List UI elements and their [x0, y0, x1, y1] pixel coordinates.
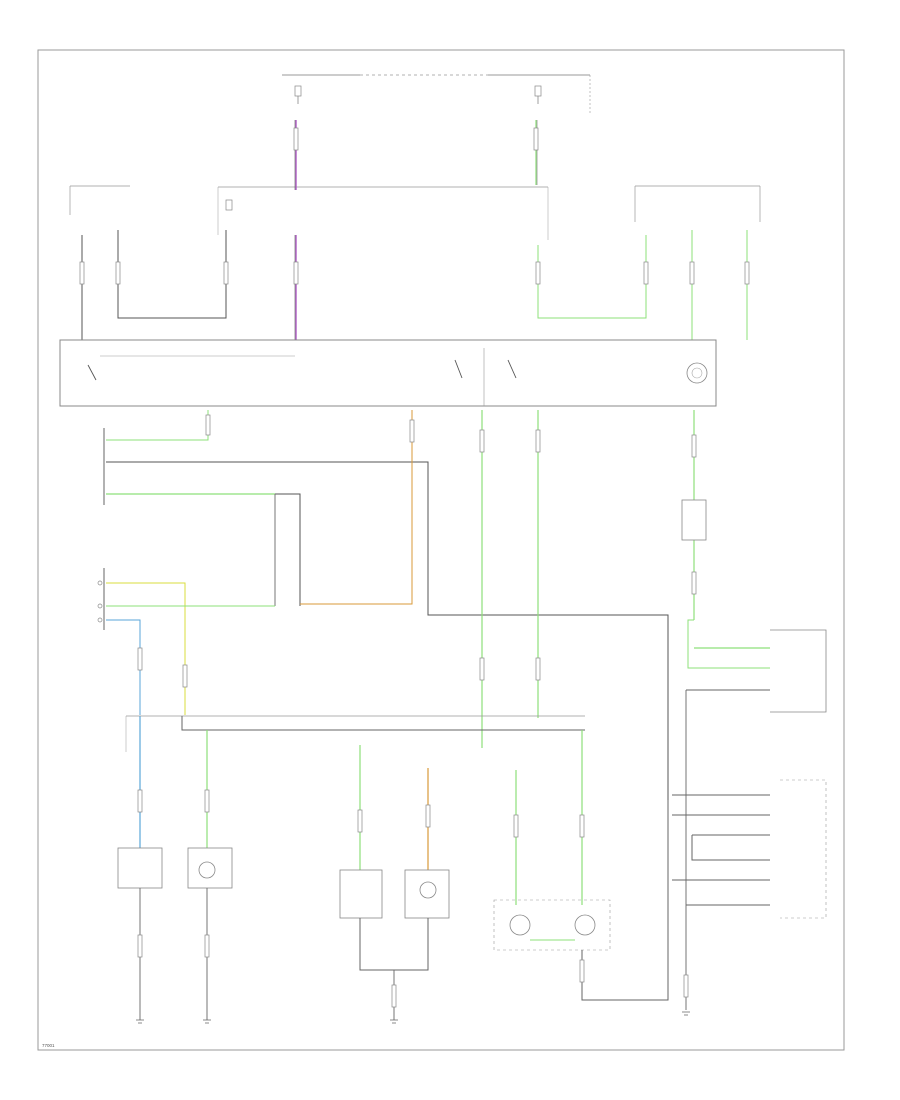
- lamp-icon: [509, 914, 531, 936]
- ground-icon: [682, 1011, 690, 1016]
- combination-switch-box: [59, 339, 717, 407]
- turn-signal-switch: [97, 568, 275, 715]
- switch-contact-icon: [454, 359, 463, 379]
- ground-icon: [136, 1019, 144, 1024]
- lamp-left-front: [117, 847, 163, 889]
- indicator-meter: [493, 899, 611, 951]
- connector-right-upper: [634, 185, 761, 222]
- ground-wires: [136, 800, 669, 1024]
- lamp-icon: [686, 362, 708, 384]
- integrated-control-unit: [780, 779, 827, 919]
- page-id: 77001: [42, 1043, 55, 1048]
- right-module-wires: [672, 689, 770, 1016]
- lower-junction-box: [125, 715, 585, 752]
- switch-contact-icon: [507, 359, 517, 379]
- lamp-icon: [419, 881, 437, 899]
- upper-wires: [79, 120, 750, 340]
- hazard-module-box: [770, 629, 827, 713]
- fuse-bus-top: [282, 74, 591, 115]
- connector-icon: [681, 499, 707, 541]
- lamp-icon: [198, 861, 216, 879]
- lamp-right-front: [187, 847, 233, 889]
- lamp-drops: [137, 716, 585, 905]
- lamp-left-rear: [339, 869, 383, 919]
- fuse-block-box: [217, 186, 549, 240]
- connector-left-upper: [69, 185, 130, 215]
- switch-contact-icon: [87, 364, 97, 381]
- lamp-icon: [574, 914, 596, 936]
- middle-wires: [103, 410, 770, 800]
- ground-icon: [390, 1019, 398, 1024]
- ground-icon: [203, 1019, 211, 1024]
- lamp-right-rear: [404, 869, 450, 919]
- diagram-frame: [37, 49, 845, 1051]
